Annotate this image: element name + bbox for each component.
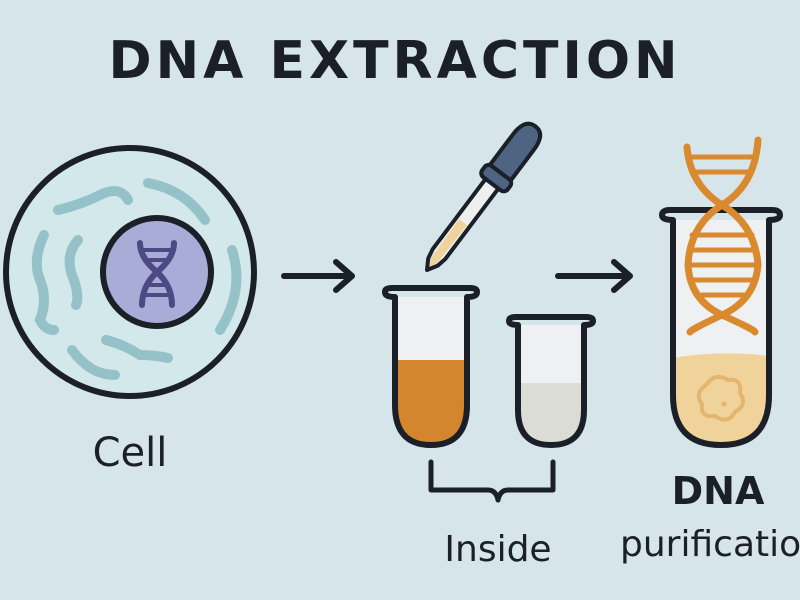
- cell-icon: [3, 145, 257, 399]
- arrow-right-icon: [555, 259, 633, 293]
- cell-label: Cell: [93, 430, 168, 476]
- test-tube-purified-dna: [659, 207, 783, 448]
- dna-precipitate: [696, 374, 746, 422]
- diagram-title: DNA EXTRACTION: [108, 31, 681, 91]
- purification-label: purification: [620, 524, 800, 565]
- bracket-icon: [428, 459, 556, 503]
- dropper-icon: [425, 121, 543, 272]
- arrow-right-icon: [281, 259, 355, 293]
- inside-label: Inside: [444, 529, 551, 570]
- dna-helix-icon: [683, 136, 762, 336]
- test-tube-gray: [506, 314, 596, 448]
- test-tube-orange: [382, 285, 480, 448]
- nucleus-dna-icon: [137, 240, 177, 308]
- cytoplasm-strands: [31, 178, 242, 380]
- dna-label: DNA: [672, 469, 765, 513]
